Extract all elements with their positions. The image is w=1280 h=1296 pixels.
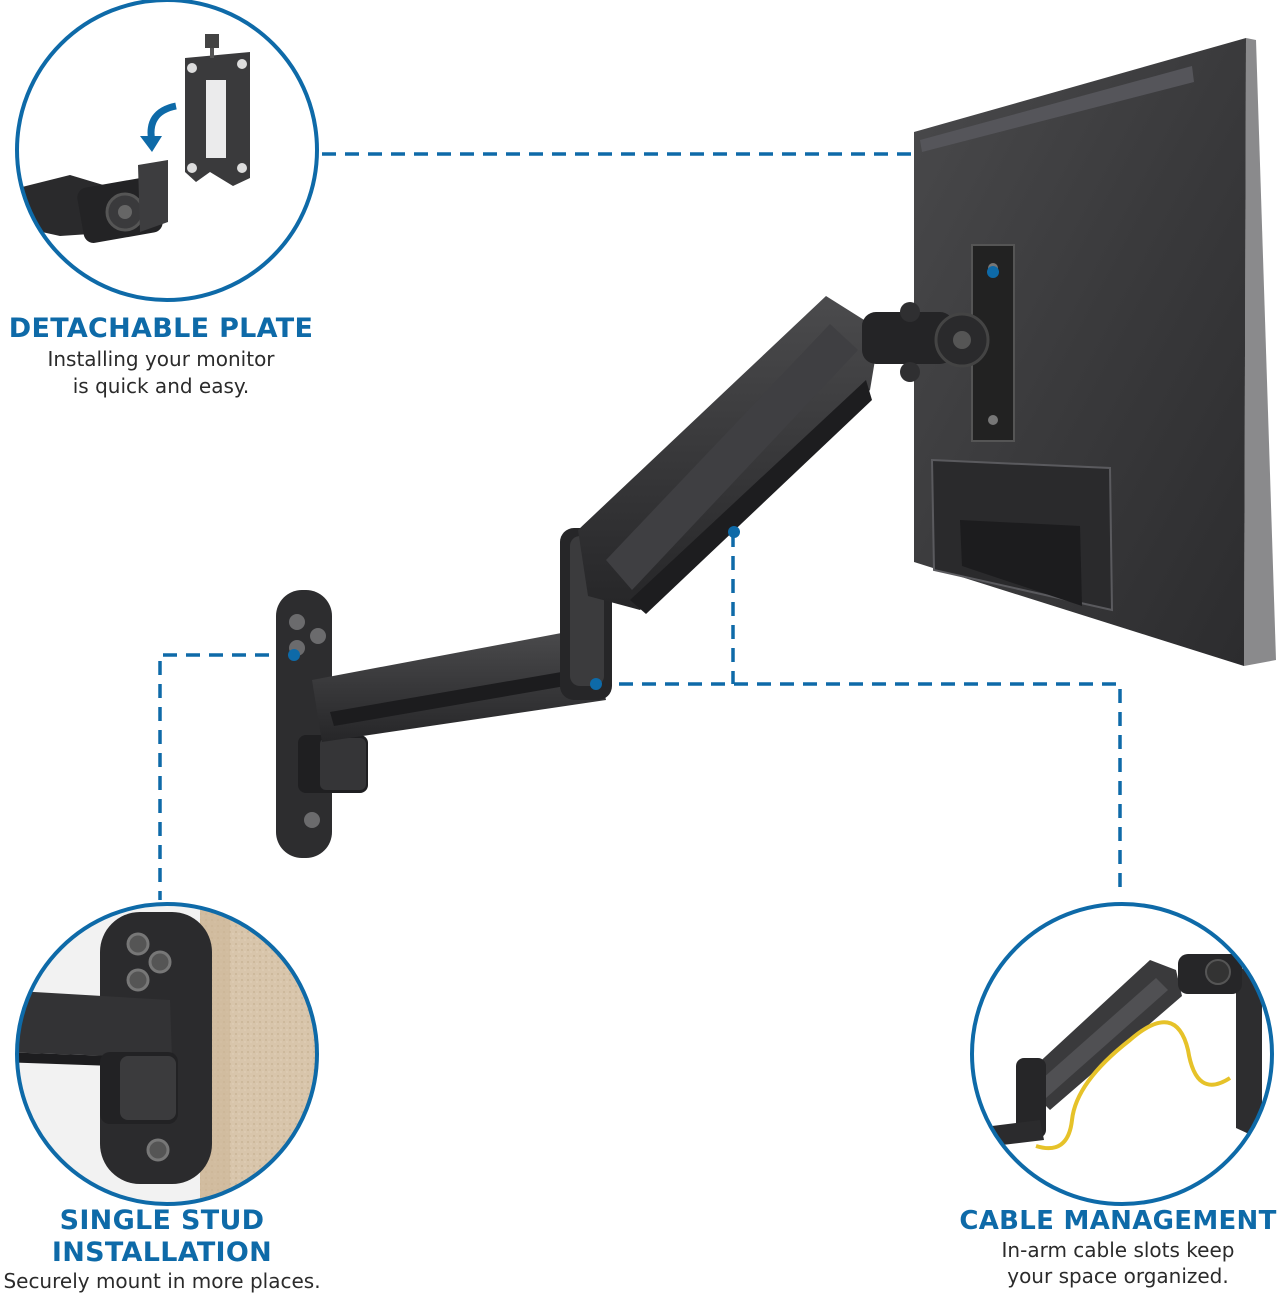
dot-slot bbox=[728, 526, 740, 538]
callout-cable-management bbox=[970, 902, 1274, 1206]
connector-dots bbox=[288, 266, 999, 690]
monitor-bezel-edge bbox=[1244, 38, 1276, 666]
cable-management-desc-line2: your space organized. bbox=[1007, 1264, 1229, 1288]
cable-management-desc-line1: In-arm cable slots keep bbox=[1001, 1238, 1235, 1262]
connector-cable-outlet bbox=[596, 682, 1122, 895]
detachable-plate-title: DETACHABLE PLATE bbox=[8, 313, 314, 344]
detachable-plate-desc-line1: Installing your monitor bbox=[47, 347, 275, 371]
dot-outlet bbox=[590, 678, 602, 690]
cable-icon bbox=[1035, 1020, 1232, 1151]
callout-detachable-plate bbox=[15, 0, 319, 302]
cable-management-title: CABLE MANAGEMENT bbox=[959, 1206, 1277, 1236]
dot-plate bbox=[987, 266, 999, 278]
single-stud-desc-line1: Securely mount in more places. bbox=[3, 1269, 321, 1293]
single-stud-title-line2: INSTALLATION bbox=[51, 1237, 273, 1268]
connector-single-stud bbox=[158, 653, 292, 900]
dot-wall bbox=[288, 649, 300, 661]
single-stud-title-line1: SINGLE STUD bbox=[59, 1205, 265, 1236]
detachable-plate-desc-line2: is quick and easy. bbox=[72, 374, 250, 398]
connector-detachable-plate bbox=[322, 152, 992, 272]
monitor-arm bbox=[276, 296, 990, 858]
callout-single-stud bbox=[15, 902, 319, 1206]
